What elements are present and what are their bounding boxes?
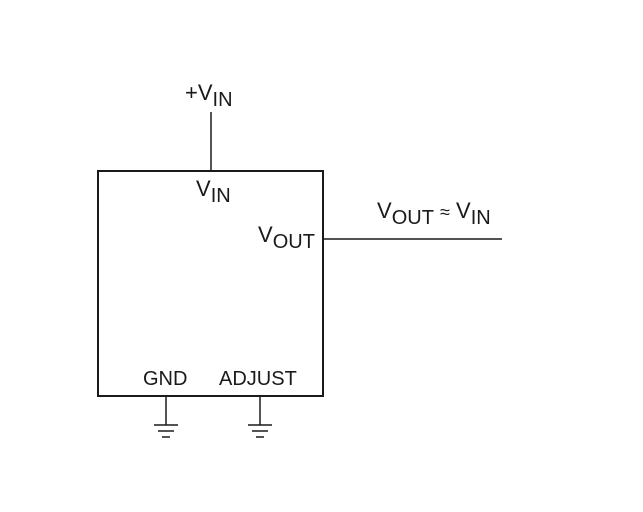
supply-label: +VIN: [185, 80, 233, 111]
output-right-main: V: [456, 198, 471, 223]
vout-pin-label: VOUT: [258, 222, 315, 253]
output-relation: ≈: [440, 202, 450, 222]
ground-symbol-adjust: [248, 396, 272, 438]
vin-pin-sub: IN: [210, 185, 231, 207]
vout-pin-main: V: [258, 222, 273, 247]
output-left-main: V: [377, 198, 392, 223]
ground-symbol-gnd: [154, 396, 178, 438]
supply-prefix: +: [185, 80, 198, 105]
output-right-sub: IN: [470, 207, 491, 229]
vin-pin-label: VIN: [196, 176, 231, 207]
gnd-pin-label: GND: [143, 368, 188, 390]
adjust-pin-label: ADJUST: [219, 368, 297, 390]
output-left-sub: OUT: [391, 207, 434, 229]
supply-main: V: [197, 80, 213, 105]
supply-sub: IN: [212, 89, 233, 111]
output-label: VOUT ≈ VIN: [377, 198, 491, 229]
vin-pin-main: V: [196, 176, 211, 201]
vout-pin-sub: OUT: [272, 231, 315, 253]
